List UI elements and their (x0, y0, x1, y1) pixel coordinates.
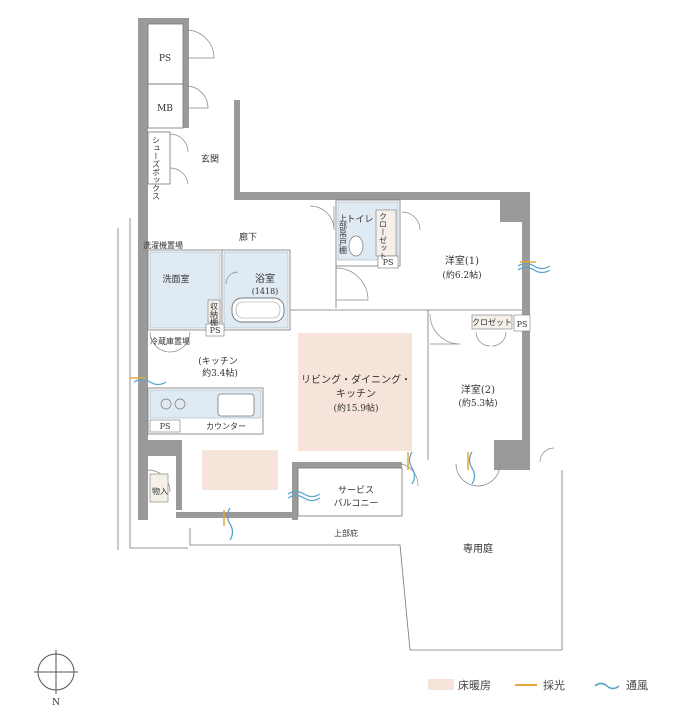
label-ps-closet: PS (517, 320, 528, 329)
label-ps-top: PS (159, 54, 171, 64)
legend-ventilation-swatch (594, 682, 620, 690)
label-western1-size: (約6.2帖) (442, 269, 481, 281)
label-western1: 洋室(1) (445, 254, 479, 267)
label-ldk-line1: リビング・ダイニング・ (301, 373, 411, 386)
label-service-balcony-2: バルコニー (334, 498, 379, 509)
label-private-garden: 専用庭 (463, 542, 493, 555)
label-washroom: 洗面室 (162, 273, 189, 285)
label-ps-wash: PS (210, 326, 221, 335)
daylight-ventilation-markers (130, 261, 551, 541)
label-ps-toilet: PS (383, 258, 394, 267)
floor-heating-zones (202, 333, 412, 490)
label-counter: カウンター (206, 422, 246, 431)
label-washer: 洗濯機置場 (143, 240, 183, 250)
label-storage: 物入 (152, 486, 168, 496)
label-hallway: 廊下 (239, 231, 257, 243)
legend-floor-heating-label: 床暖房 (458, 678, 491, 692)
label-ps-kitchen: PS (160, 422, 171, 431)
compass-north-label: N (52, 698, 60, 708)
label-bathroom-size: (1418) (252, 287, 279, 296)
label-entrance: 玄関 (201, 153, 219, 165)
label-toilet: トイレ (346, 215, 373, 225)
label-mb: MB (157, 104, 173, 114)
label-service-balcony-1: サービス (338, 485, 374, 496)
label-western2-size: (約5.3帖) (458, 397, 497, 409)
legend-daylight-label: 採光 (543, 678, 565, 692)
label-upper-storage: 上部吊戸棚 (339, 214, 348, 255)
doors (147, 29, 555, 493)
label-closet-toilet: クローゼット (379, 212, 388, 260)
label-ldk-size: (約15.9帖) (333, 402, 378, 414)
label-storage-shelf: 収納棚 (210, 301, 219, 327)
room-labels: PS MB シューズボックス 玄関 廊下 洗濯機置場 洗面室 収納棚 PS 浴室… (143, 54, 527, 555)
label-fridge: 冷蔵庫置場 (150, 336, 190, 346)
label-closet2: クロゼット (472, 317, 512, 327)
label-bathroom: 浴室 (255, 272, 275, 285)
wet-areas (149, 201, 399, 419)
legend-ventilation-label: 通風 (626, 679, 648, 692)
compass: N (34, 650, 78, 708)
legend: 床暖房 採光 通風 (428, 678, 648, 692)
legend-floor-heating-swatch (428, 679, 454, 690)
label-ldk-line2: キッチン (336, 388, 376, 400)
label-kitchen-size: 約3.4帖) (202, 367, 238, 379)
label-western2: 洋室(2) (461, 383, 495, 396)
label-upper-eave: 上部庇 (334, 528, 358, 538)
label-kitchen: (キッチン (198, 356, 238, 367)
label-shoes-box: シューズボックス (152, 136, 161, 200)
